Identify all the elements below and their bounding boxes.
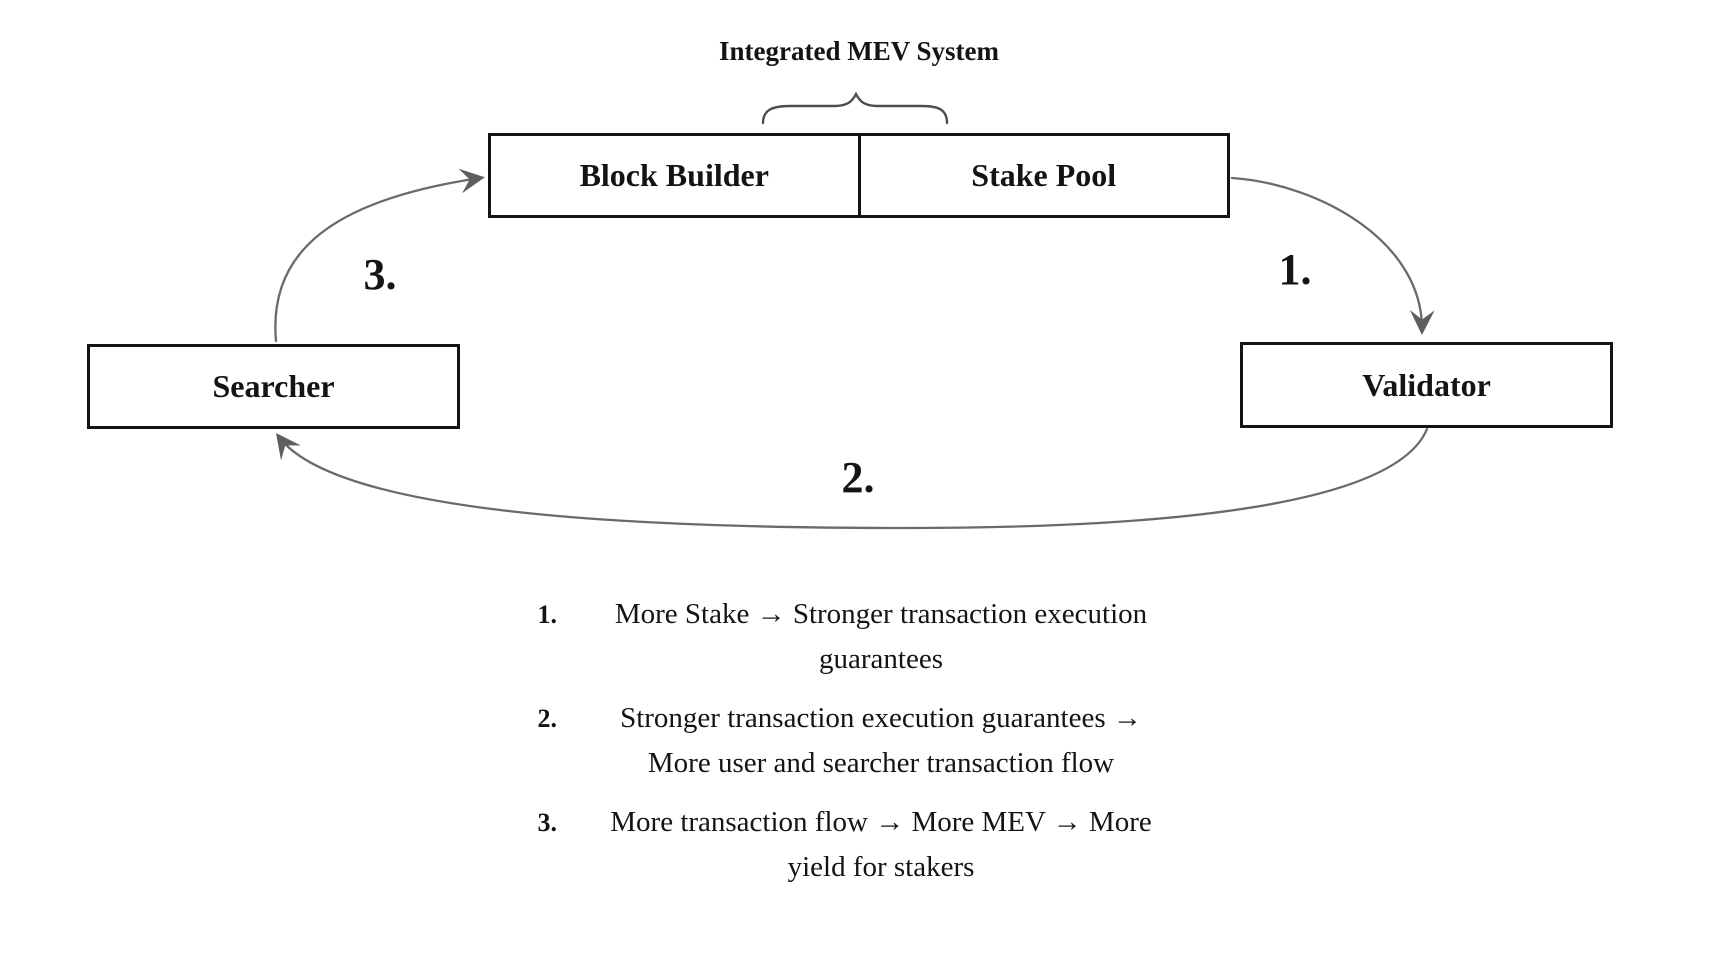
step-1-label: 1.	[1278, 245, 1312, 294]
legend-item: 1. More Stake → Stronger transaction exe…	[495, 592, 1181, 682]
legend-item-number: 2.	[537, 704, 558, 733]
searcher-label: Searcher	[212, 368, 335, 404]
diagram-title: Integrated MEV System	[719, 36, 999, 66]
step-2-label: 2.	[841, 453, 875, 502]
block-builder-box: Block Builder	[491, 136, 861, 215]
block-builder-label: Block Builder	[579, 157, 769, 193]
arrow-3-searcher-to-blockbuilder	[274, 168, 485, 343]
legend-item-text: More transaction flow → More MEV → More …	[610, 806, 1152, 883]
stake-pool-label: Stake Pool	[971, 157, 1117, 193]
legend-item-text: More Stake → Stronger transaction execut…	[614, 598, 1148, 675]
step-3-label: 3.	[363, 250, 397, 299]
brace-icon	[761, 91, 949, 125]
integrated-mev-system-box: Block Builder Stake Pool	[488, 133, 1230, 218]
legend-list: 1. More Stake → Stronger transaction exe…	[495, 592, 1181, 904]
arrow-1-stakepool-to-validator	[1230, 176, 1435, 335]
legend-item: 3. More transaction flow → More MEV → Mo…	[495, 800, 1181, 890]
legend-item-text: Stronger transaction execution guarantee…	[620, 702, 1142, 779]
validator-box: Validator	[1240, 342, 1613, 428]
stake-pool-box: Stake Pool	[861, 136, 1228, 215]
legend-item: 2. Stronger transaction execution guaran…	[495, 696, 1181, 786]
searcher-box: Searcher	[87, 344, 460, 429]
legend-item-number: 1.	[537, 600, 558, 629]
validator-label: Validator	[1362, 366, 1491, 403]
legend-item-number: 3.	[537, 808, 558, 837]
arrow-2-validator-to-searcher	[276, 427, 1429, 530]
